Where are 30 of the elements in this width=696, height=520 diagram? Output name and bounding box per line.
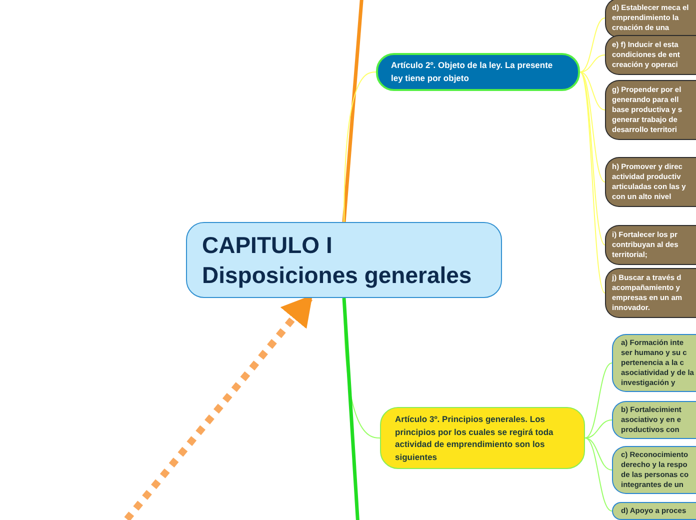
item-box bbox=[605, 268, 696, 318]
item-box bbox=[605, 80, 696, 140]
connector-line bbox=[580, 54, 606, 72]
topic-title: CAPITULO I bbox=[202, 231, 334, 260]
item-box bbox=[612, 401, 696, 439]
connector-line bbox=[584, 438, 612, 512]
connector-line bbox=[580, 18, 606, 72]
item-box bbox=[612, 334, 696, 392]
item-box bbox=[605, 0, 696, 38]
connector-line bbox=[580, 72, 606, 182]
topic-box bbox=[186, 222, 502, 298]
item-box bbox=[605, 157, 696, 207]
connector-line bbox=[584, 420, 612, 438]
item-box bbox=[612, 446, 696, 494]
subtopic-box bbox=[376, 53, 580, 91]
connector-line bbox=[344, 72, 376, 222]
item-text: Artículo 2º. Objeto de la ley. La presente ley tiene por objeto bbox=[391, 59, 554, 85]
subtopic-box bbox=[380, 407, 585, 469]
connector-line bbox=[342, 0, 364, 222]
topic-title: Disposiciones generales bbox=[202, 261, 473, 290]
connector-line bbox=[580, 72, 606, 246]
item-box bbox=[612, 502, 696, 520]
connector-line bbox=[584, 438, 612, 470]
connector-line bbox=[342, 298, 360, 520]
connector-line bbox=[584, 362, 612, 438]
item-box bbox=[605, 225, 696, 265]
connector-line bbox=[580, 72, 606, 294]
connector-line bbox=[580, 72, 606, 110]
item-text: Artículo 3º. Principios generales. Los principios por los cuales se regirá toda actividad de emprendimiento son los siguientes bbox=[395, 413, 554, 463]
item-box bbox=[605, 35, 696, 75]
